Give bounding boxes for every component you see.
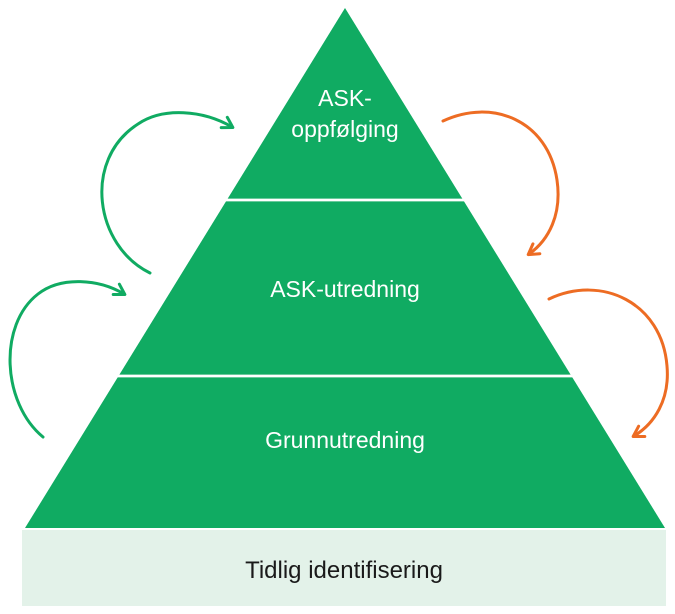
arrow-up-left-top — [100, 111, 235, 275]
pyramid-shape — [25, 8, 665, 528]
level-top-label-line2: oppfølging — [291, 116, 398, 142]
base-bar-label: Tidlig identifisering — [245, 557, 443, 584]
level-bottom-label: Grunnutredning — [265, 427, 425, 453]
level-middle-label: ASK-utredning — [270, 276, 420, 302]
arrow-down-right-bottom — [547, 288, 669, 439]
arrow-down-right-top — [441, 110, 560, 257]
arrow-up-left-bottom — [8, 280, 127, 439]
base-bar — [22, 530, 666, 606]
level-top-label-line1: ASK- — [318, 85, 372, 111]
